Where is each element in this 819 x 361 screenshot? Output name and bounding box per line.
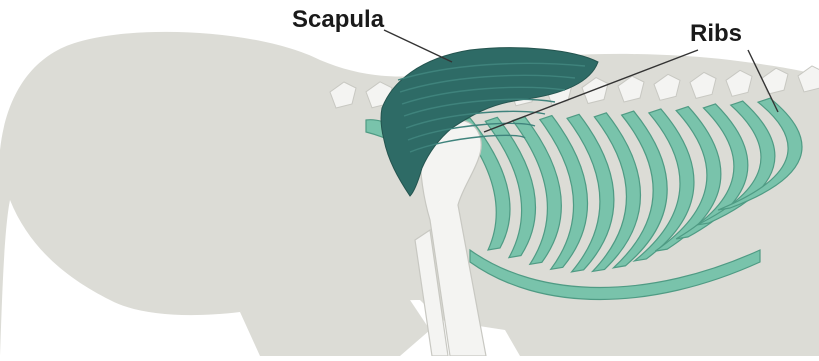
ribs-label: Ribs — [690, 22, 742, 46]
scapula-label: Scapula — [292, 8, 384, 32]
jaw-shape — [240, 299, 430, 357]
scapula-leader-line — [384, 30, 452, 62]
